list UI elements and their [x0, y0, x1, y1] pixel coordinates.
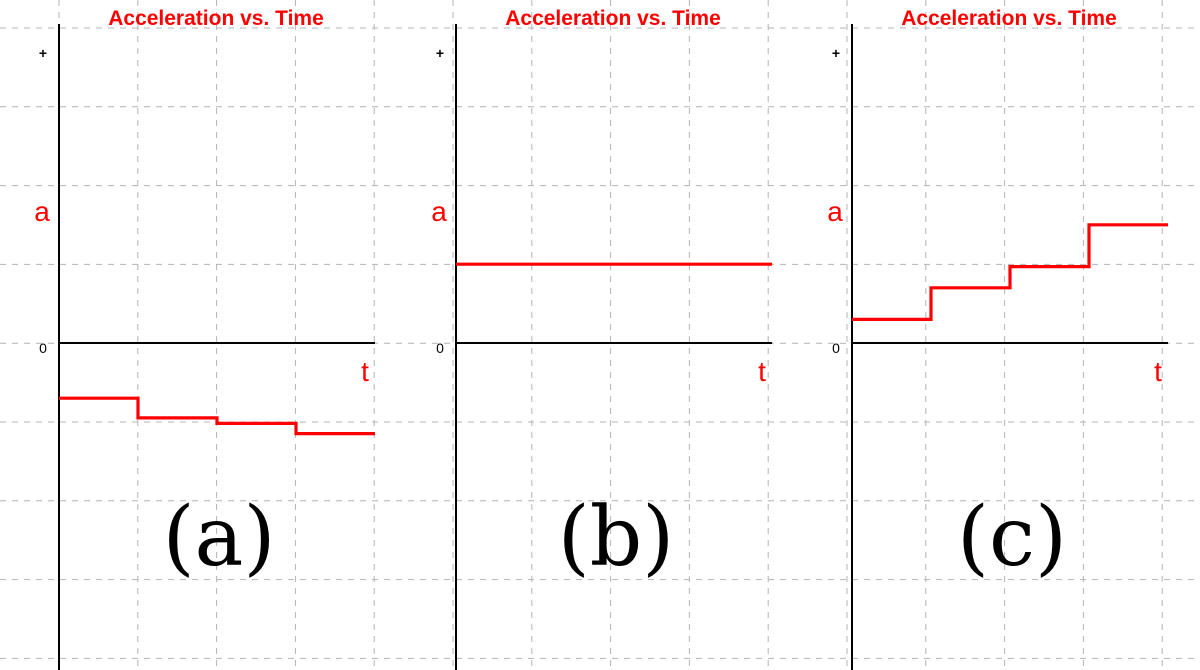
chart-panels: Acceleration vs. Timeat+0(a)Acceleration… [34, 7, 1168, 670]
y-tick-label-zero: 0 [832, 340, 840, 356]
panel-label: (a) [163, 490, 276, 585]
chart-title: Acceleration vs. Time [108, 7, 324, 30]
panel-label: (b) [558, 490, 674, 585]
chart-panel-1: Acceleration vs. Time a t +0 (a) [34, 7, 375, 670]
y-tick-label-plus: + [39, 45, 47, 61]
x-axis-label: t [1154, 356, 1162, 387]
acceleration-series-line [59, 396, 375, 436]
y-tick-label-zero: 0 [39, 340, 47, 356]
y-axis-label: a [827, 196, 843, 227]
chart-title: Acceleration vs. Time [505, 7, 721, 30]
x-axis-label: t [758, 356, 766, 387]
chart-title: Acceleration vs. Time [901, 7, 1117, 30]
y-axis-label: a [431, 196, 447, 227]
y-tick-label-plus: + [832, 45, 840, 61]
chart-panel-2: Acceleration vs. Time a t +0 (b) [431, 7, 772, 670]
x-axis-label: t [361, 356, 369, 387]
y-tick-label-plus: + [436, 45, 444, 61]
chart-panel-3: Acceleration vs. Time a t +0 (c) [827, 7, 1168, 670]
y-tick-label-zero: 0 [436, 340, 444, 356]
panel-label: (c) [957, 490, 1067, 585]
y-axis-label: a [34, 196, 50, 227]
acceleration-series-line [852, 223, 1168, 321]
